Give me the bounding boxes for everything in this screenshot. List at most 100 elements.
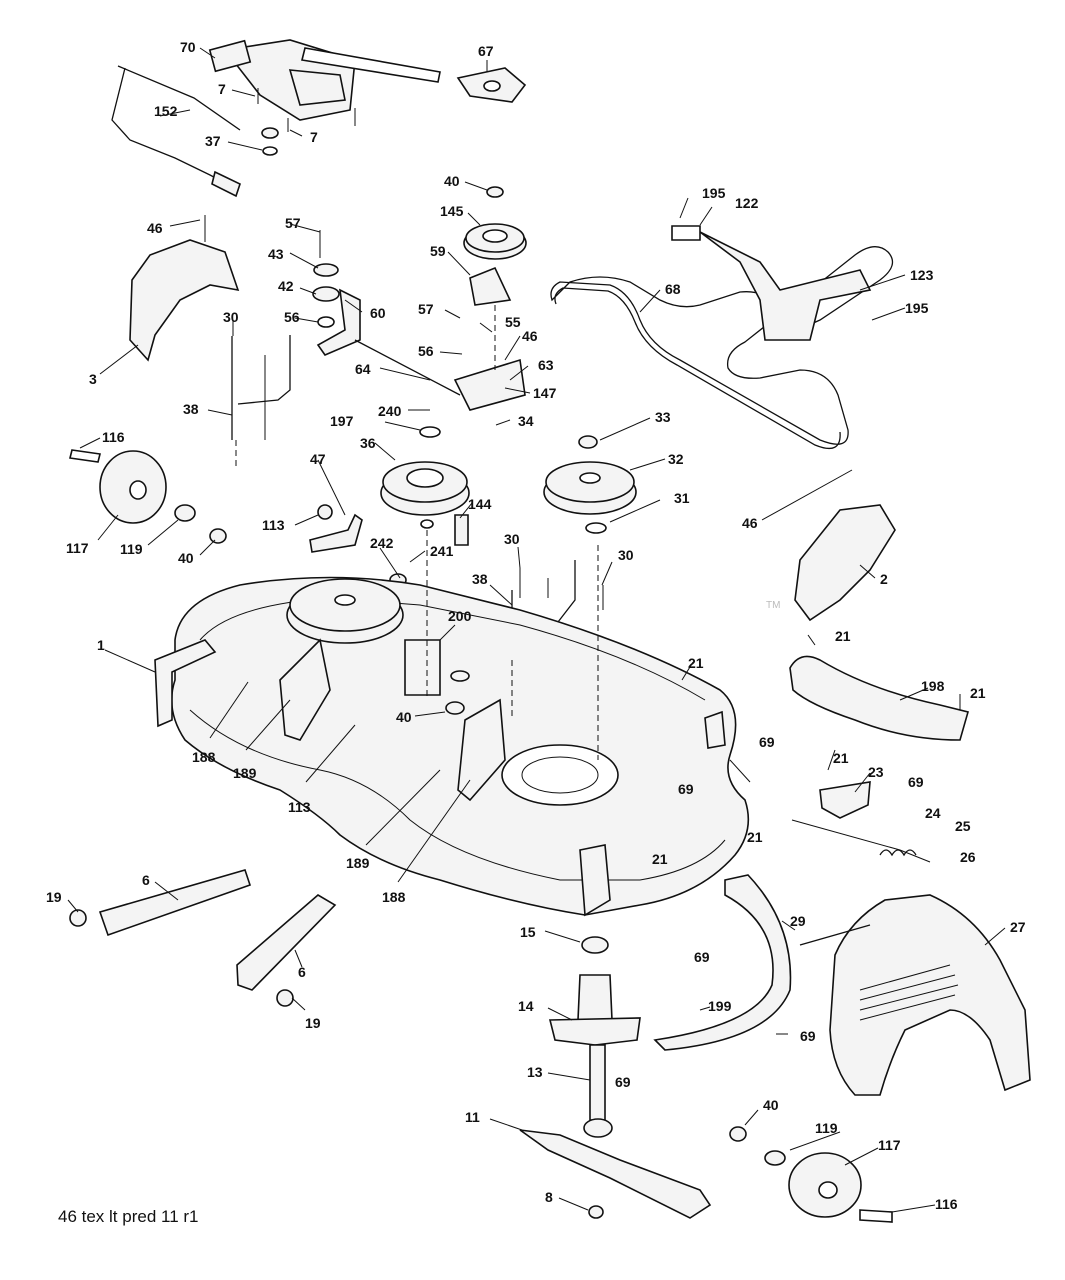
callout: 1 [97,637,105,653]
callout: 188 [192,749,216,765]
part-nut-113 [317,504,333,520]
part-bracket-47 [309,513,363,553]
part-idler-pulley-145 [463,186,527,306]
part-wheel-left [69,449,227,544]
leader-lines [67,47,1006,1213]
callout: 119 [120,541,143,557]
callout: 59 [430,243,446,259]
callout: 122 [735,195,759,211]
callout: 21 [833,750,849,766]
callout: 46 [522,328,538,344]
callout: 197 [330,413,354,429]
callout: 145 [440,203,464,219]
callout: 200 [448,608,472,624]
callout: 42 [278,278,294,294]
part-belt-guard-left [129,215,240,362]
callout: 242 [370,535,394,551]
part-rod-left [231,335,291,440]
part-blade [519,1129,712,1219]
callout: 56 [418,343,434,359]
part-wheel-right [729,1126,893,1223]
callout: 117 [878,1137,901,1153]
callout: 199 [708,998,732,1014]
part-lift-lever-assembly [111,39,441,198]
callout: 38 [183,401,199,417]
callout: 2 [880,571,888,587]
callout: 19 [305,1015,321,1031]
part-knob [456,67,527,103]
callout: 3 [89,371,97,387]
callout: 25 [955,818,971,834]
callout: 7 [218,81,226,97]
callout: 240 [378,403,402,419]
callout: 19 [46,889,62,905]
callout: 34 [518,413,534,429]
callout: 70 [180,39,196,55]
part-bracket-123 [671,225,872,341]
callout: 36 [360,435,376,451]
callout: 113 [288,799,311,815]
callout: 11 [465,1109,480,1125]
part-mower-deck [154,576,750,917]
callout: 14 [518,998,534,1014]
callout: 113 [262,517,285,533]
callout: 119 [815,1120,838,1136]
callout: 195 [905,300,929,316]
part-arc-bar-199 [653,874,792,1051]
callout: 60 [370,305,386,321]
part-belt-guard-right [794,504,896,622]
callout: 8 [545,1189,553,1205]
callout: 188 [382,889,406,905]
callout: 56 [284,309,300,325]
diagram-code: 46 tex lt pred 11 r1 [58,1207,199,1226]
callout: 46 [742,515,758,531]
callout: 116 [102,429,125,445]
part-bracket-6-upper [98,869,252,937]
callout: 29 [790,913,806,929]
callout: 23 [868,764,884,780]
part-tension-spring [453,358,526,411]
callout: 189 [346,855,370,871]
callout: 144 [468,496,492,512]
callout: 21 [747,829,763,845]
callout: 38 [472,571,488,587]
callout: 116 [935,1196,958,1212]
callout: 30 [223,309,239,325]
callout: 6 [142,872,150,888]
callout-labels: 70 67 7 7 152 37 40 145 195 122 46 57 43… [46,39,1026,1212]
callout: 32 [668,451,684,467]
callout: 31 [674,490,690,506]
callout: 21 [652,851,668,867]
callout: 46 [147,220,163,236]
callout: 47 [310,451,326,467]
callout: 64 [355,361,371,377]
callout: 57 [285,215,301,231]
callout: 69 [908,774,924,790]
callout: 33 [655,409,671,425]
callout: 7 [310,129,318,145]
callout: 30 [618,547,634,563]
callout: 13 [527,1064,543,1080]
callout: 21 [970,685,986,701]
parts-drawings [69,39,1031,1223]
callout: 241 [430,543,454,559]
callout: 69 [694,949,710,965]
callout: 21 [688,655,704,671]
callout: 30 [504,531,520,547]
callout: 40 [444,173,460,189]
part-bracket-6-lower [236,894,337,991]
part-chute-hinge [791,781,931,863]
part-pulley-32 [543,435,637,534]
callout: 40 [763,1097,779,1113]
callout: 43 [268,246,284,262]
callout: 69 [615,1074,631,1090]
callout: 40 [396,709,412,725]
callout: 69 [678,781,694,797]
part-spindle [548,936,641,1138]
callout: 189 [233,765,257,781]
callout: 27 [1010,919,1026,935]
callout: 63 [538,357,554,373]
callout: 68 [665,281,681,297]
part-pulley-36 [380,426,470,529]
